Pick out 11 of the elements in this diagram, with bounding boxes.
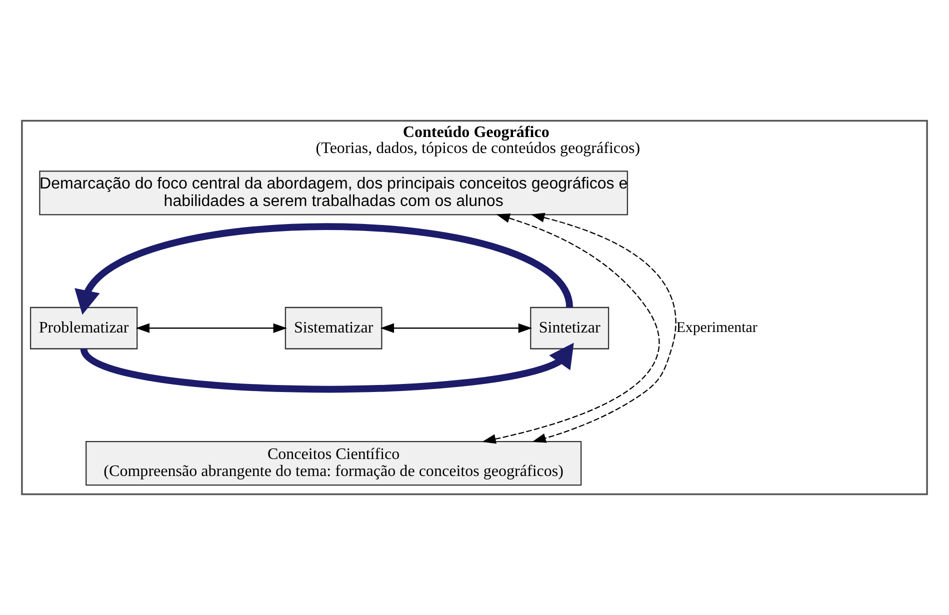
- arrow: [136, 323, 288, 333]
- arrow: [482, 214, 660, 444]
- arrow: [530, 212, 676, 443]
- node-box: Demarcação do foco central da abordagem, dos principais conceitos geográficos e habilidades a serem trabalhadas com os alunos: [39, 170, 628, 216]
- edge-label: Experimentar: [676, 320, 758, 336]
- node-box: Sistematizar: [284, 306, 382, 350]
- node-box: Conceitos Científico (Compreensão abrangente do tema: formação de conceitos geográficos): [86, 440, 582, 486]
- arrow: [380, 323, 532, 333]
- arrow: [81, 342, 574, 392]
- node-box: Sintetizar: [530, 306, 610, 350]
- node-box: Problematizar: [30, 306, 138, 350]
